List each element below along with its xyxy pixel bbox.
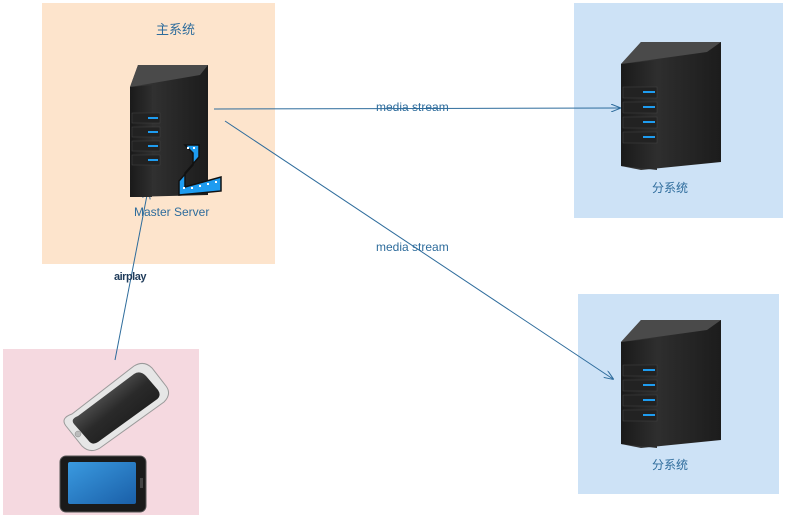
tablet-icon (59, 455, 147, 513)
server-tower-icon (130, 65, 208, 197)
edge-label-airplay: airplay (114, 271, 146, 283)
master-system-title: 主系统 (156, 22, 196, 37)
edge-label-media-stream-2: media stream (376, 240, 449, 254)
edge-master-to-sub1 (213, 108, 620, 109)
smartphone-icon (63, 362, 170, 452)
server-tower-icon (621, 42, 721, 170)
server-tower-icon (621, 320, 721, 448)
edge-client-to-master (114, 190, 148, 361)
film-strip-icon (178, 144, 222, 196)
edge-master-to-sub2 (224, 120, 613, 379)
subsystem-label-1: 分系统 (652, 181, 689, 195)
master-server-label: Master Server (134, 205, 210, 219)
edge-label-media-stream-1: media stream (376, 100, 449, 114)
subsystem-label-2: 分系统 (652, 458, 689, 472)
